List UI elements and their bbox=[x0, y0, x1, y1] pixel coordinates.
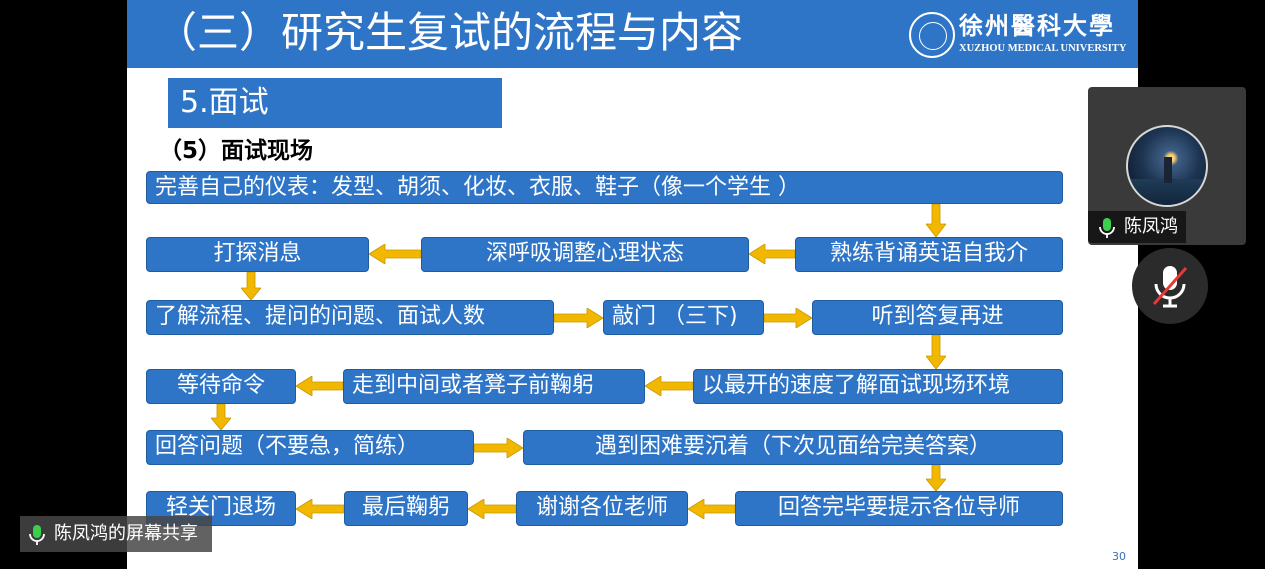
presentation-slide: （三）研究生复试的流程与内容 徐州醫科大學 XUZHOU MEDICAL UNI… bbox=[127, 0, 1138, 569]
university-seal-icon bbox=[909, 12, 955, 58]
flow-step-2: 熟练背诵英语自我介 bbox=[795, 237, 1063, 272]
arrow-right-icon bbox=[474, 438, 523, 458]
flow-step-10: 等待命令 bbox=[146, 369, 296, 404]
arrow-right-icon bbox=[764, 308, 812, 328]
arrow-left-icon bbox=[688, 499, 735, 519]
flow-step-3: 深呼吸调整心理状态 bbox=[421, 237, 749, 272]
arrow-down-icon bbox=[211, 404, 231, 430]
flow-step-14: 谢谢各位老师 bbox=[516, 491, 688, 526]
arrow-left-icon bbox=[468, 499, 516, 519]
flow-step-5: 了解流程、提问的问题、面试人数 bbox=[146, 300, 554, 335]
lighthouse-icon bbox=[1164, 157, 1172, 183]
flow-step-12: 遇到困难要沉着（下次见面给完美答案） bbox=[523, 430, 1063, 465]
microphone-icon bbox=[1099, 218, 1115, 238]
university-name-cn: 徐州醫科大學 bbox=[959, 11, 1115, 40]
microphone-icon bbox=[29, 525, 45, 545]
flow-step-11: 回答问题（不要急，简练） bbox=[146, 430, 474, 465]
arrow-down-icon bbox=[926, 465, 946, 491]
arrow-down-icon bbox=[926, 204, 946, 237]
flow-step-9: 走到中间或者凳子前鞠躬 bbox=[343, 369, 645, 404]
sub-heading: （5）面试现场 bbox=[159, 138, 314, 164]
flow-step-1: 完善自己的仪表：发型、胡须、化妆、衣服、鞋子（像一个学生 ） bbox=[146, 171, 1063, 204]
arrow-down-icon bbox=[241, 272, 261, 300]
flow-step-6: 敲门 （三下) bbox=[603, 300, 764, 335]
arrow-left-icon bbox=[296, 376, 343, 396]
section-heading: 5.面试 bbox=[180, 85, 269, 120]
flow-step-4: 打探消息 bbox=[146, 237, 369, 272]
arrow-right-icon bbox=[554, 308, 603, 328]
arrow-left-icon bbox=[749, 244, 795, 264]
flow-step-8: 以最开的速度了解面试现场环境 bbox=[693, 369, 1063, 404]
flow-step-13: 回答完毕要提示各位导师 bbox=[735, 491, 1063, 526]
arrow-down-icon bbox=[926, 335, 946, 369]
university-name-en: XUZHOU MEDICAL UNIVERSITY bbox=[959, 43, 1127, 54]
section-heading-box: 5.面试 bbox=[168, 78, 502, 128]
participant-name-tag: 陈凤鸿 bbox=[1088, 211, 1186, 243]
screen-share-text: 陈凤鸿的屏幕共享 bbox=[54, 523, 198, 544]
participant-video-tile[interactable]: 陈凤鸿 bbox=[1088, 87, 1246, 245]
screen-share-label: 陈凤鸿的屏幕共享 bbox=[20, 516, 212, 552]
slide-title: （三）研究生复试的流程与内容 bbox=[155, 8, 744, 57]
flow-step-7: 听到答复再进 bbox=[812, 300, 1063, 335]
arrow-left-icon bbox=[645, 376, 693, 396]
arrow-left-icon bbox=[369, 244, 421, 264]
mute-microphone-button[interactable] bbox=[1132, 248, 1208, 324]
participant-name: 陈凤鸿 bbox=[1124, 216, 1178, 237]
page-number: 30 bbox=[1112, 550, 1126, 563]
slide-header: （三）研究生复试的流程与内容 徐州醫科大學 XUZHOU MEDICAL UNI… bbox=[127, 0, 1138, 68]
microphone-muted-icon bbox=[1152, 266, 1188, 308]
arrow-left-icon bbox=[296, 499, 344, 519]
flow-step-15: 最后鞠躬 bbox=[344, 491, 468, 526]
avatar bbox=[1126, 125, 1208, 207]
